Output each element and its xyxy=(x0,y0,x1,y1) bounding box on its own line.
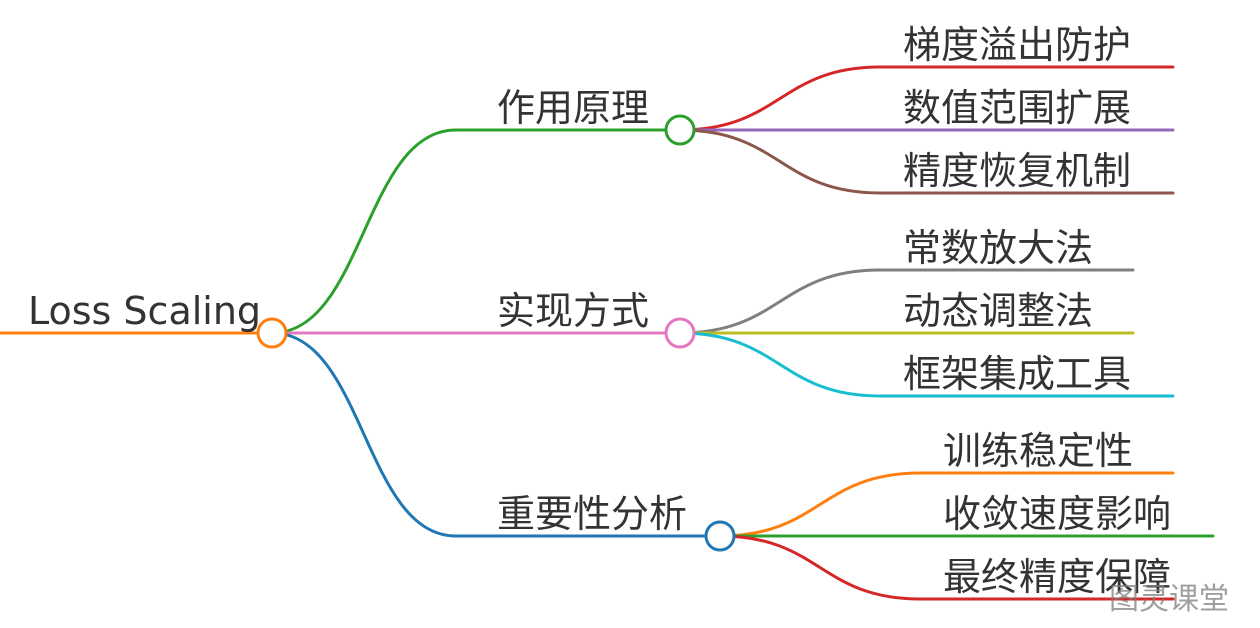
leaf-label-gradient-overflow: 梯度溢出防护 xyxy=(903,23,1132,67)
branch-node-circle[interactable] xyxy=(664,114,696,146)
leaf-connector xyxy=(718,534,1175,601)
root-node-label: Loss Scaling xyxy=(28,289,262,333)
leaf-connector xyxy=(678,128,1175,195)
leaf-connector xyxy=(678,268,1135,335)
leaf-label-framework-tools: 框架集成工具 xyxy=(903,352,1132,396)
branch-label-principle: 作用原理 xyxy=(497,86,650,130)
branch-label-implementation: 实现方式 xyxy=(497,289,650,333)
leaf-label-convergence-speed: 收敛速度影响 xyxy=(943,492,1172,536)
branch-connector xyxy=(270,331,722,538)
leaf-label-precision-recovery: 精度恢复机制 xyxy=(903,149,1132,193)
leaf-connector xyxy=(678,65,1175,132)
branch-connector xyxy=(270,128,682,335)
leaf-connector xyxy=(678,331,1175,398)
leaf-label-final-accuracy: 最终精度保障 xyxy=(943,555,1172,599)
branch-node-circle[interactable] xyxy=(664,317,696,349)
root-node-circle[interactable] xyxy=(256,317,288,349)
leaf-label-training-stability: 训练稳定性 xyxy=(943,429,1134,473)
leaf-label-constant-scaling: 常数放大法 xyxy=(903,226,1094,270)
leaf-label-dynamic-scaling: 动态调整法 xyxy=(903,289,1094,333)
branch-label-importance: 重要性分析 xyxy=(497,492,688,536)
leaf-label-range-extension: 数值范围扩展 xyxy=(903,86,1132,130)
branch-node-circle[interactable] xyxy=(704,520,736,552)
watermark-text: 图灵课堂 xyxy=(1109,582,1229,617)
leaf-connector xyxy=(718,471,1175,538)
